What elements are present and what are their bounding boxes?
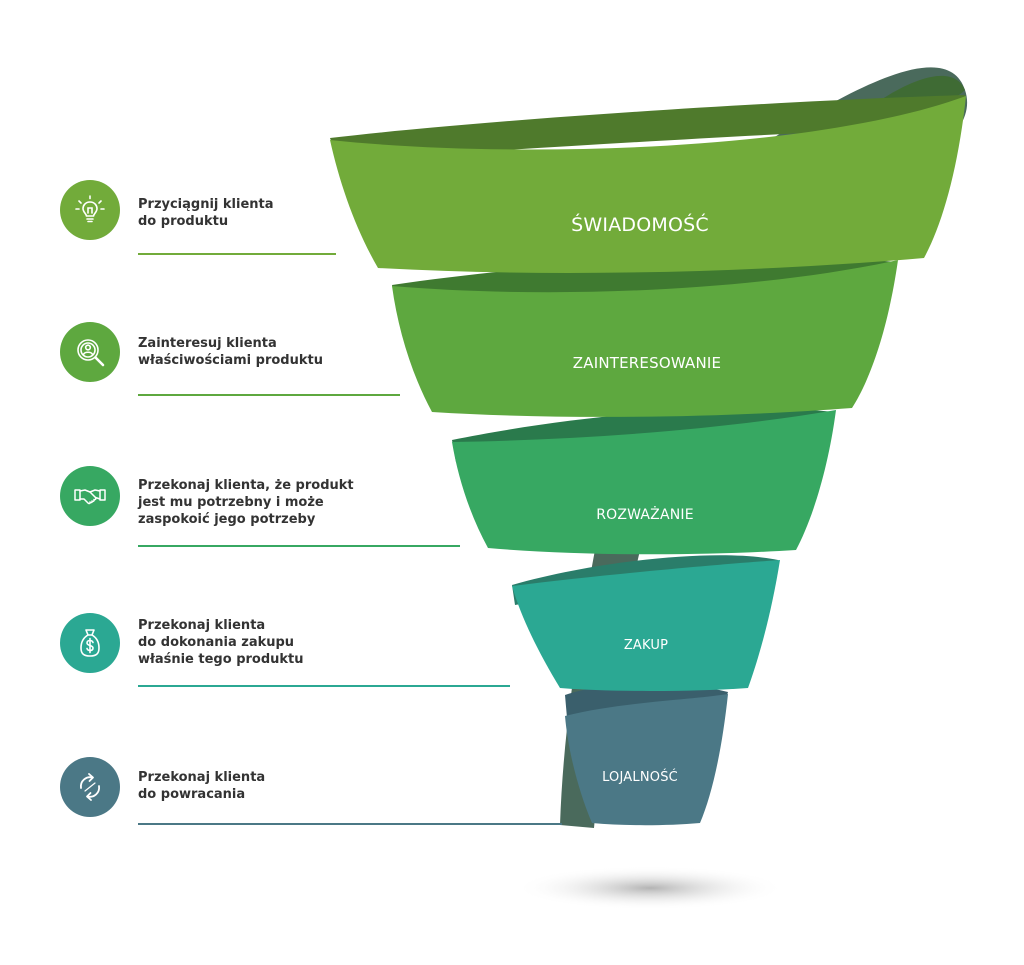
funnel-shadow <box>515 866 785 910</box>
money-bag-icon <box>80 629 100 657</box>
stage-divider <box>138 253 336 255</box>
band-zainteresowanie <box>392 260 898 417</box>
stage-label-rozwazanie: ROZWAŻANIE <box>596 507 694 523</box>
stage-divider <box>138 685 510 687</box>
lightbulb-icon <box>75 195 105 223</box>
stage-description-3: Przekonaj klienta, że produkt jest mu po… <box>138 478 354 527</box>
stage-description-4: Przekonaj klienta do dokonania zakupu wł… <box>138 618 304 667</box>
stage-description-2: Zainteresuj klienta właściwościami produ… <box>138 336 323 368</box>
stage-divider <box>138 545 460 547</box>
stage-icon-circle <box>60 180 120 240</box>
stage-icon-circle <box>60 757 120 817</box>
stage-description-5: Przekonaj klienta do powracania <box>138 770 266 802</box>
stage-label-lojalnosc: LOJALNOŚĆ <box>602 770 678 785</box>
stage-label-zainteresowanie: ZAINTERESOWANIE <box>572 354 722 372</box>
stage-icon-circle <box>60 613 120 673</box>
stage-icon-circle <box>60 322 120 382</box>
band-zakup <box>512 560 780 691</box>
band-swiadomosc <box>330 96 966 273</box>
band-inner-swiadomosc <box>330 95 965 160</box>
refresh-arrows-icon <box>80 773 100 801</box>
stage-divider <box>138 394 400 396</box>
stage-label-zakup: ZAKUP <box>623 638 669 653</box>
handshake-icon <box>74 489 106 505</box>
stage-icon-circle <box>60 466 120 526</box>
stage-divider <box>138 823 562 825</box>
band-rozwazanie <box>452 410 836 555</box>
stage-label-swiadomosc: ŚWIADOMOŚĆ <box>571 214 709 236</box>
band-lojalnosc <box>565 694 728 826</box>
magnifier-person-icon <box>77 339 105 367</box>
stage-description-1: Przyciągnij klienta do produktu <box>138 197 274 229</box>
